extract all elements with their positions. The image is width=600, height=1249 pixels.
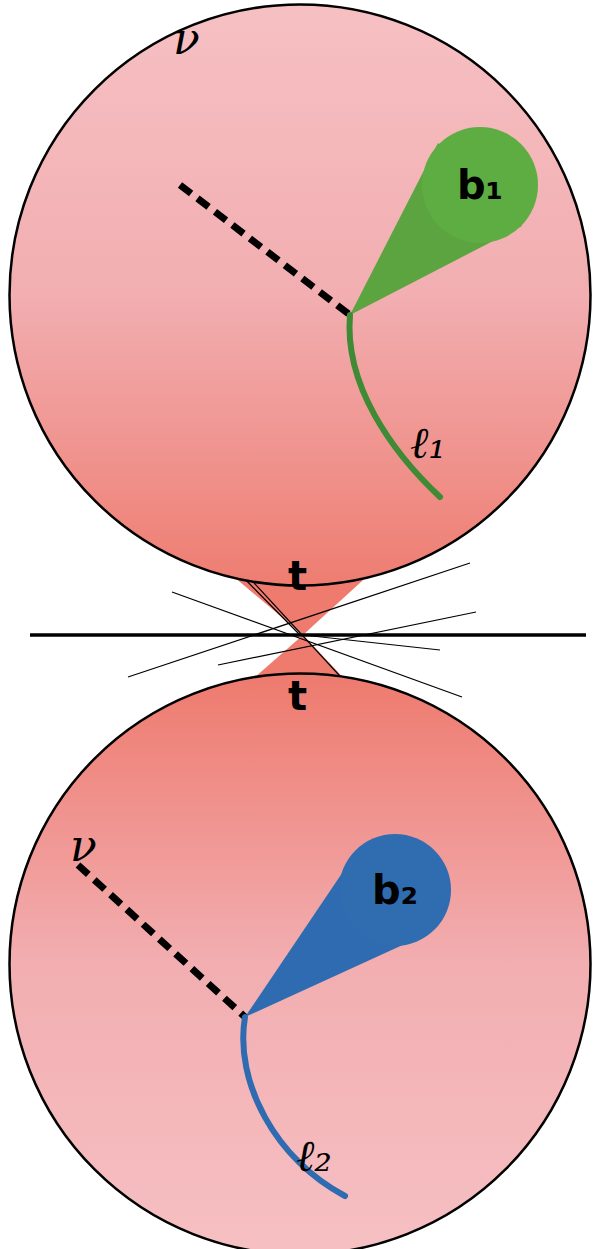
quark-label: t — [288, 676, 307, 716]
circle-shape — [339, 834, 451, 946]
neutrino-symbol: ν — [173, 17, 200, 61]
circle-shape — [10, 5, 591, 586]
decay-circle: ν ℓ₁ b₁ — [8, 3, 592, 587]
circle-outline — [8, 3, 592, 587]
circle-shape — [10, 674, 591, 1249]
circle-shape — [422, 127, 538, 243]
b-quark-label: b₂ — [339, 834, 451, 946]
neutrino-symbol: ν — [70, 824, 97, 868]
b-quark-label: b₁ — [422, 127, 538, 243]
b-jet-circle: b₂ — [339, 834, 451, 946]
b-jet-circle: b₁ — [422, 127, 538, 243]
track-line — [218, 612, 476, 665]
decay-circle: ν ℓ₂ b₂ — [8, 672, 592, 1249]
lepton-symbol: ℓ₂ — [296, 1134, 332, 1178]
quark-label: t — [288, 556, 307, 596]
lepton-symbol: ℓ₁ — [410, 421, 446, 465]
track-line — [303, 635, 440, 650]
